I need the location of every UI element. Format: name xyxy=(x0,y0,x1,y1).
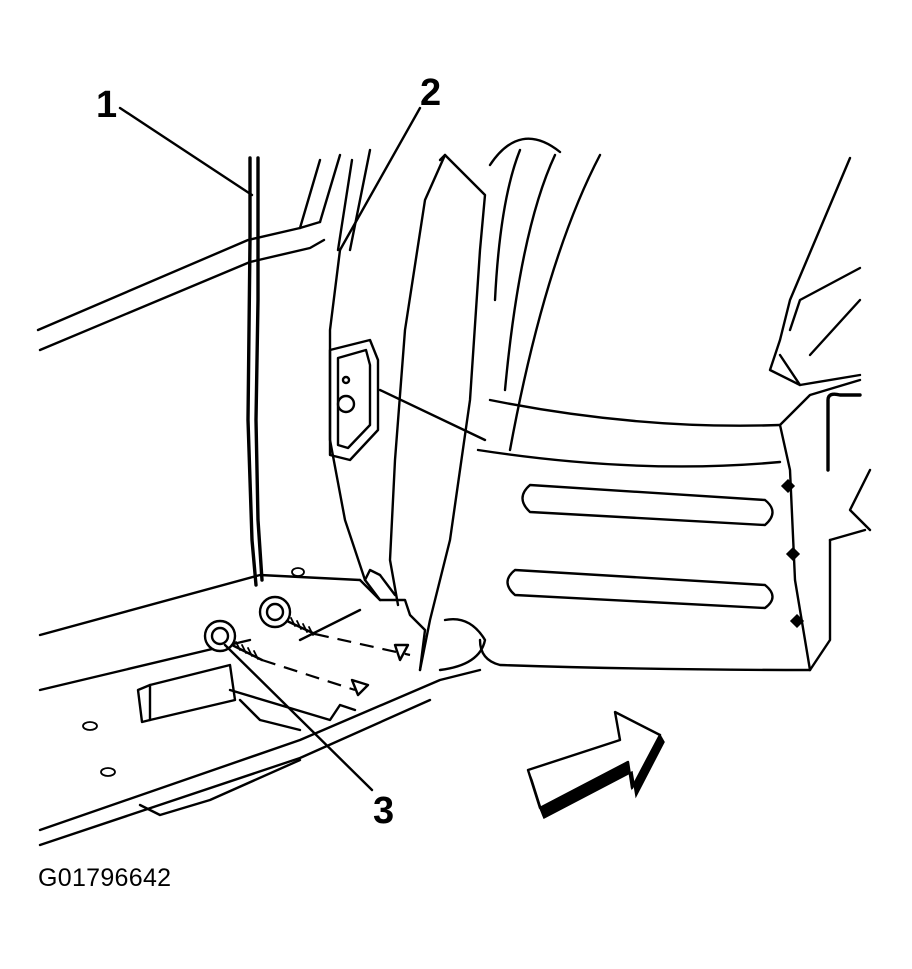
bolt-icon xyxy=(203,595,411,697)
callout-2: 2 xyxy=(420,72,442,114)
upper-body-structure xyxy=(768,156,872,672)
callout-1: 1 xyxy=(96,84,118,126)
left-wall-panel xyxy=(36,153,342,587)
wheelhouse-panel xyxy=(378,137,812,672)
access-window xyxy=(328,338,380,462)
direction-arrow-icon xyxy=(526,710,665,820)
figure-id: G01796642 xyxy=(38,864,172,892)
callout-3: 3 xyxy=(373,790,395,832)
pillar-panel xyxy=(328,148,487,672)
leader-lines xyxy=(118,106,422,792)
floor-sill xyxy=(38,567,482,847)
